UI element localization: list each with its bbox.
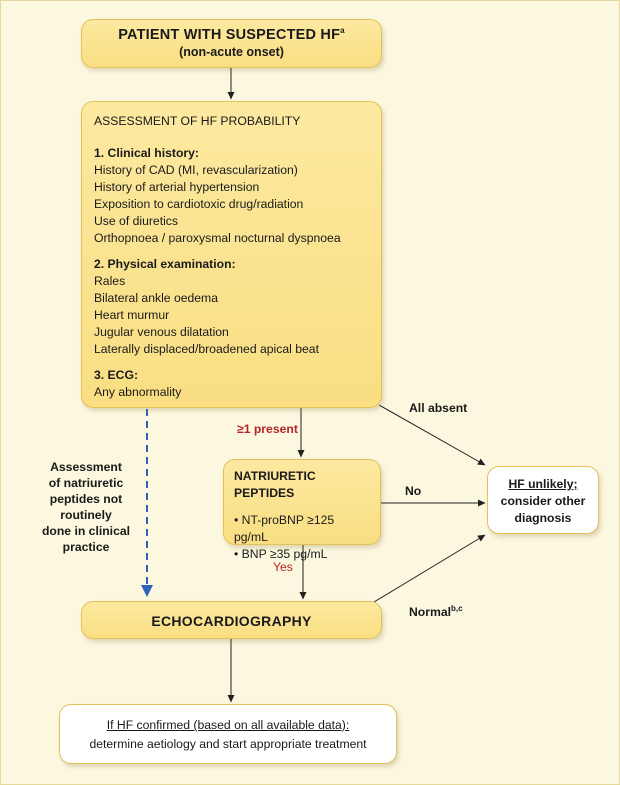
physical-exam-item: Laterally displaced/broadened apical bea… xyxy=(94,342,319,356)
patient-box: PATIENT WITH SUSPECTED HFa (non-acute on… xyxy=(81,19,382,68)
dashed-note-line: peptides not routinely xyxy=(49,492,123,522)
echocardiography-title: ECHOCARDIOGRAPHY xyxy=(151,613,312,629)
patient-title: PATIENT WITH SUSPECTED HFa xyxy=(118,26,345,43)
hf-unlikely-line: diagnosis xyxy=(514,511,572,525)
physical-exam-item: Heart murmur xyxy=(94,308,170,322)
normal-footnote: b,c xyxy=(451,603,463,613)
physical-exam-heading: 2. Physical examination: xyxy=(94,257,236,271)
dashed-note-line: done in clinical xyxy=(41,524,131,538)
physical-exam-item: Jugular venous dilatation xyxy=(94,325,229,339)
dashed-note-line: of natriuretic xyxy=(48,476,124,490)
clinical-history-item: History of arterial hypertension xyxy=(94,180,260,194)
hf-confirmed-line: determine aetiology and start appropriat… xyxy=(89,737,367,751)
hf-unlikely-line: consider other xyxy=(500,494,586,508)
yes-label: Yes xyxy=(273,560,293,574)
natriuretic-item: • NT-proBNP ≥125 pg/mL xyxy=(234,513,335,544)
clinical-history-item: History of CAD (MI, revascularization) xyxy=(94,163,298,177)
natriuretic-title: NATRIURETIC PEPTIDES xyxy=(234,469,316,500)
clinical-history-item: Exposition to cardiotoxic drug/radiation xyxy=(94,197,304,211)
clinical-history-item: Orthopnoea / paroxysmal nocturnal dyspno… xyxy=(94,231,341,245)
patient-title-footnote: a xyxy=(340,26,345,36)
hf-confirmed-title: If HF confirmed (based on all available … xyxy=(106,718,350,732)
natriuretic-item: • BNP ≥35 pg/mL xyxy=(234,547,328,561)
present-label: ≥1 present xyxy=(237,422,298,436)
hf-confirmed-box: If HF confirmed (based on all available … xyxy=(59,704,397,764)
dashed-note-line: Assessment xyxy=(50,460,122,474)
dashed-note: Assessment of natriuretic peptides not r… xyxy=(31,459,141,555)
arrow-echo-to-unlikely xyxy=(373,534,486,603)
patient-subtitle: (non-acute onset) xyxy=(179,45,284,59)
dashed-note-line: practice xyxy=(62,540,110,554)
echocardiography-box: ECHOCARDIOGRAPHY xyxy=(81,601,382,639)
clinical-history-item: Use of diuretics xyxy=(94,214,178,228)
normal-label: Normalb,c xyxy=(409,603,463,619)
clinical-history-heading: 1. Clinical history: xyxy=(94,146,199,160)
no-label: No xyxy=(405,484,422,498)
ecg-heading: 3. ECG: xyxy=(94,368,139,382)
physical-exam-item: Bilateral ankle oedema xyxy=(94,291,218,305)
physical-exam-item: Rales xyxy=(94,274,126,288)
assessment-title: ASSESSMENT OF HF PROBABILITY xyxy=(94,114,301,128)
natriuretic-box: NATRIURETIC PEPTIDES • NT-proBNP ≥125 pg… xyxy=(223,459,381,561)
all-absent-label: All absent xyxy=(409,401,468,415)
ecg-item: Any abnormality xyxy=(94,385,182,399)
arrow-assessment-to-unlikely xyxy=(378,404,486,466)
hf-unlikely-title: HF unlikely; xyxy=(508,477,578,491)
hf-unlikely-box: HF unlikely; consider other diagnosis xyxy=(487,466,599,534)
assessment-box: ASSESSMENT OF HF PROBABILITY 1. Clinical… xyxy=(81,101,382,408)
